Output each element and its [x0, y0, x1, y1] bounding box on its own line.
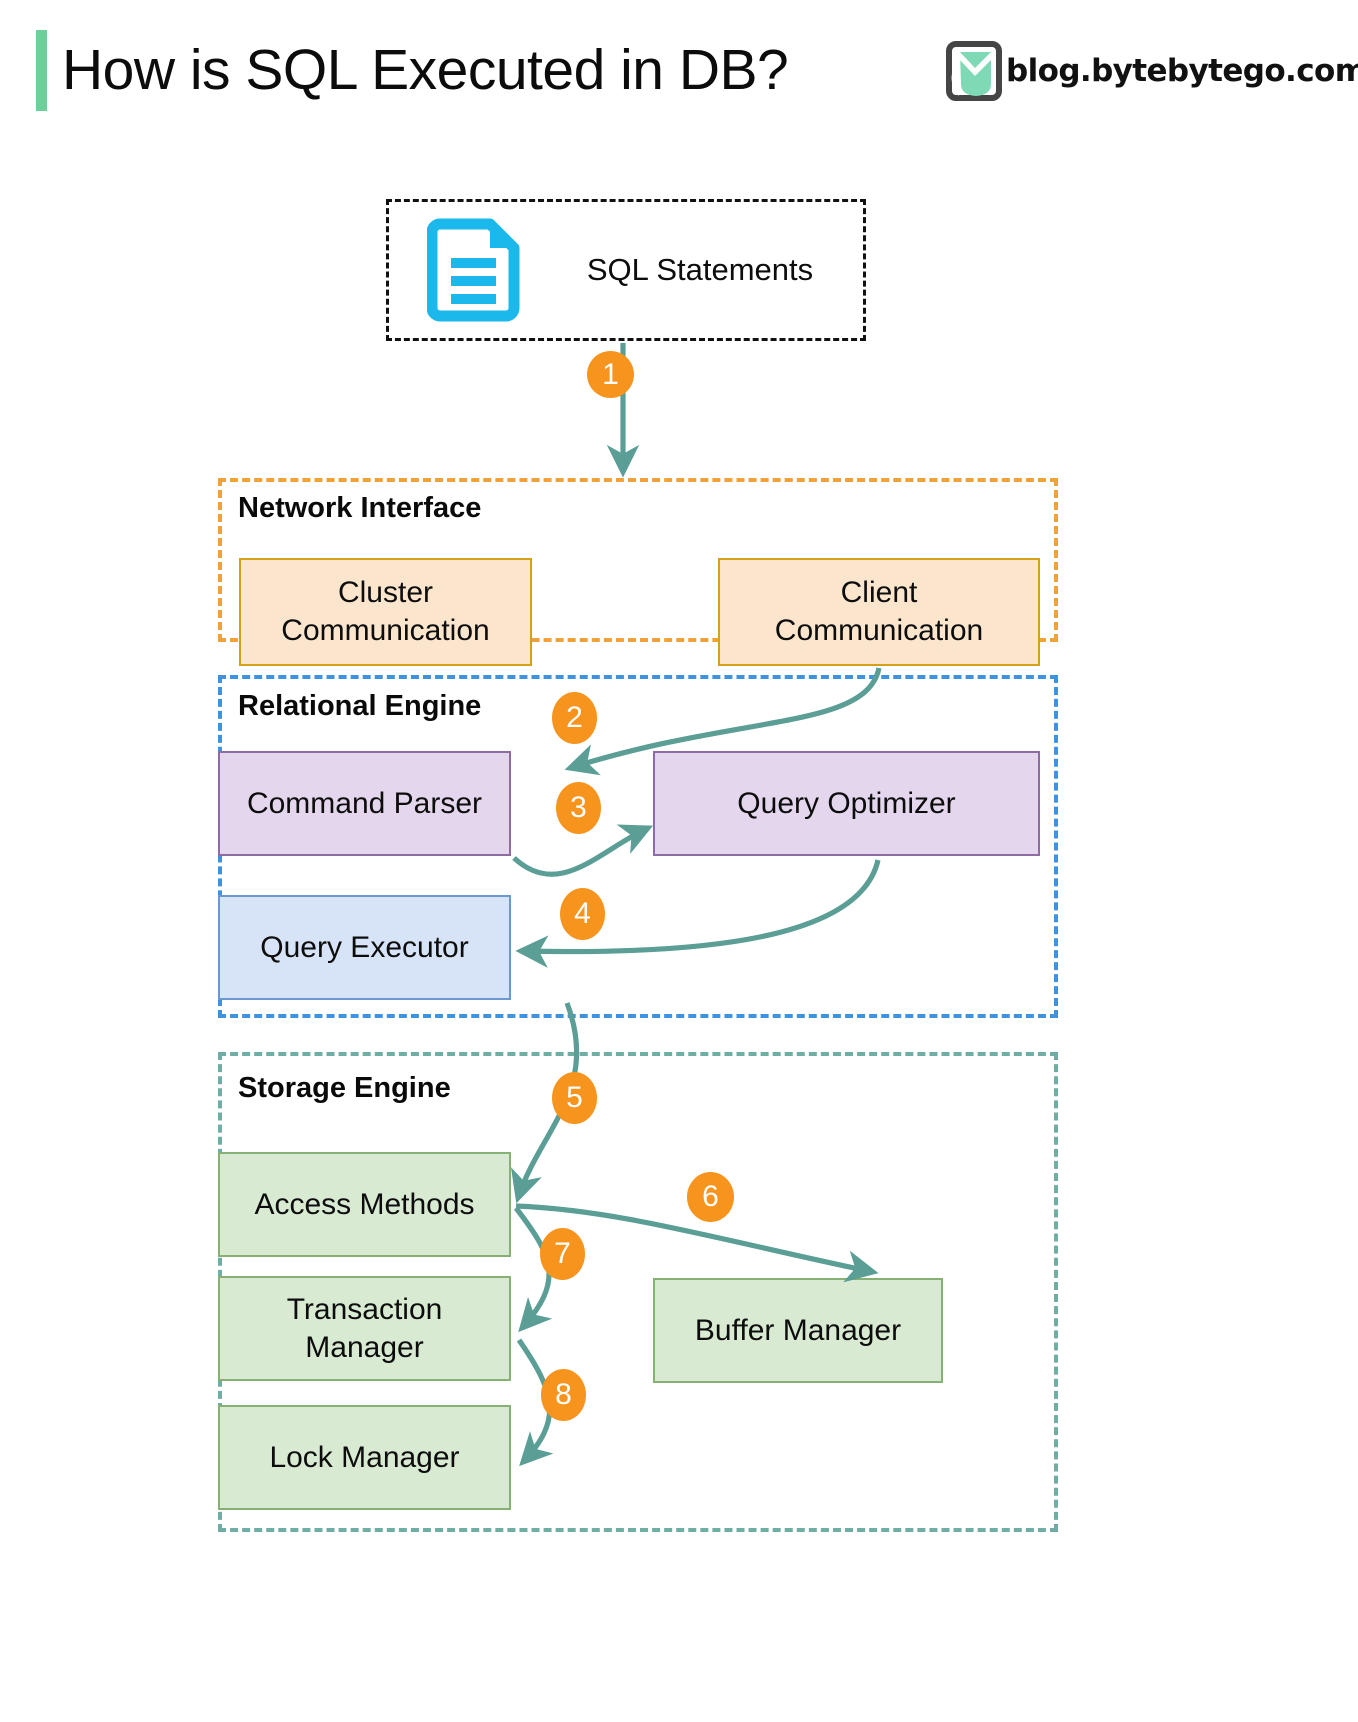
buffer-manager-label: Buffer Manager [694, 1313, 902, 1347]
cluster-communication-line2: Communication [281, 614, 490, 647]
node-buffer-manager[interactable]: Buffer Manager [653, 1278, 943, 1383]
brand-block: blog.bytebytego.com [946, 40, 1358, 102]
document-icon [427, 218, 520, 322]
node-cluster-communication[interactable]: Cluster Communication [239, 558, 532, 666]
node-query-executor[interactable]: Query Executor [218, 895, 511, 1000]
brand-text: blog.bytebytego.com [1006, 53, 1358, 89]
group-network-interface [218, 478, 1058, 642]
step-badge-8: 8 [541, 1369, 586, 1421]
query-optimizer-label: Query Optimizer [737, 786, 956, 820]
node-command-parser[interactable]: Command Parser [218, 751, 511, 856]
transaction-manager-line1: Transaction [286, 1292, 443, 1326]
node-access-methods[interactable]: Access Methods [218, 1152, 511, 1257]
group-title-storage-engine: Storage Engine [238, 1072, 451, 1104]
node-lock-manager[interactable]: Lock Manager [218, 1405, 511, 1510]
step-badge-3: 3 [556, 782, 601, 834]
node-transaction-manager[interactable]: Transaction Manager [218, 1276, 511, 1381]
step-badge-2: 2 [552, 692, 597, 744]
transaction-manager-line2: Manager [305, 1330, 424, 1364]
title-accent-bar [36, 30, 47, 111]
group-title-network-interface: Network Interface [238, 492, 482, 524]
query-executor-label: Query Executor [260, 930, 469, 964]
step-badge-1: 1 [587, 351, 634, 398]
access-methods-label: Access Methods [254, 1187, 475, 1221]
sql-statements-label: SQL Statements [586, 252, 814, 287]
lock-manager-label: Lock Manager [269, 1440, 460, 1474]
step-badge-4: 4 [560, 888, 605, 940]
client-communication-line1: Client [840, 576, 918, 609]
step-badge-6: 6 [687, 1172, 734, 1222]
command-parser-label: Command Parser [246, 786, 483, 820]
cluster-communication-line1: Cluster [337, 576, 433, 609]
page-title: How is SQL Executed in DB? [62, 38, 789, 102]
group-title-relational-engine: Relational Engine [238, 690, 482, 722]
node-query-optimizer[interactable]: Query Optimizer [653, 751, 1040, 856]
step-badge-7: 7 [540, 1228, 585, 1280]
client-communication-line2: Communication [774, 614, 984, 647]
node-client-communication[interactable]: Client Communication [718, 558, 1040, 666]
bytebytego-logo-icon [946, 41, 1002, 101]
page-header: How is SQL Executed in DB? blog.bytebyte… [0, 0, 1358, 140]
step-badge-5: 5 [552, 1072, 597, 1124]
